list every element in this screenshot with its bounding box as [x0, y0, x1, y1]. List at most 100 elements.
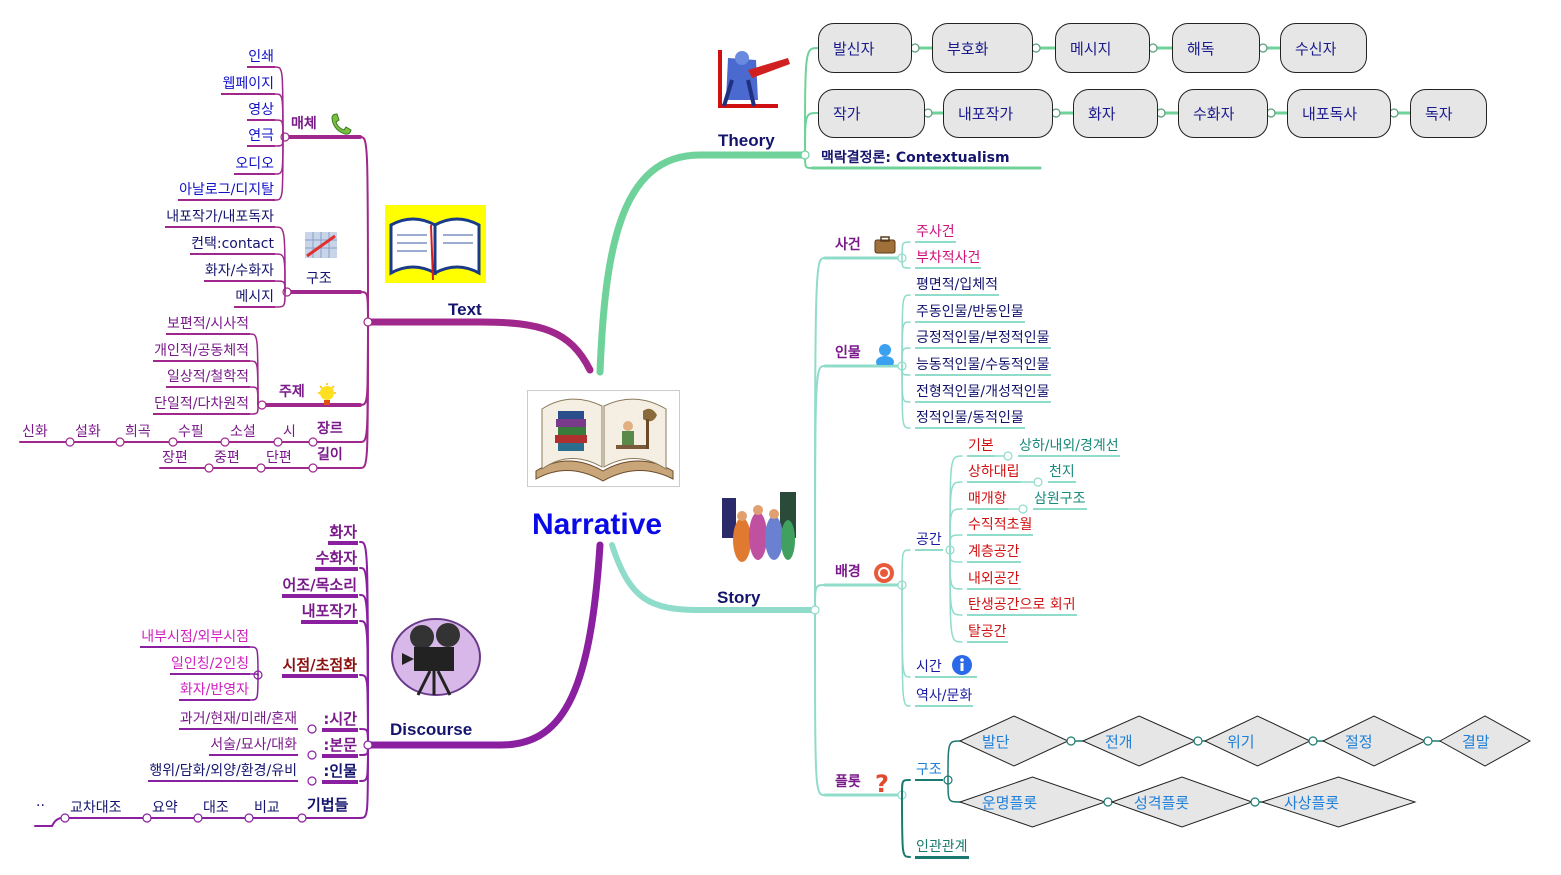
theory-box[interactable]: 메시지: [1055, 23, 1150, 73]
setting-space[interactable]: 공간: [915, 531, 943, 551]
discourse-item[interactable]: 수화자: [314, 549, 358, 571]
structure-item[interactable]: 화자/수화자: [203, 262, 275, 282]
media-item[interactable]: 영상: [247, 101, 275, 121]
theory-box[interactable]: 독자: [1410, 89, 1487, 138]
setting-time[interactable]: 시간: [915, 658, 977, 678]
branch-theory[interactable]: Theory: [718, 131, 775, 150]
text-length[interactable]: 길이: [317, 447, 343, 463]
viewpoint-item[interactable]: 내부시점/외부시점: [140, 628, 250, 648]
discourse-time-value[interactable]: 과거/현재/미래/혼재: [178, 710, 298, 730]
discourse-body[interactable]: :본문: [322, 736, 358, 758]
text-genre[interactable]: 장르: [317, 421, 343, 437]
space-subitem[interactable]: 상하/내외/경계선: [1018, 437, 1120, 457]
discourse-item[interactable]: 화자: [328, 523, 358, 545]
branch-discourse[interactable]: Discourse: [390, 720, 473, 739]
discourse-time[interactable]: :시간: [322, 710, 358, 732]
structure-item[interactable]: 메시지: [234, 288, 275, 308]
plot-causality[interactable]: 인관관계: [915, 838, 969, 859]
branch-text[interactable]: Text: [448, 300, 482, 319]
structure-item[interactable]: 컨택:contact: [190, 235, 275, 255]
space-item[interactable]: 기본: [967, 437, 995, 457]
more-indicator[interactable]: ..: [36, 794, 45, 810]
theory-box[interactable]: 내포작가: [943, 89, 1053, 138]
theory-contextualism[interactable]: 맥락결정론: Contextualism: [821, 150, 1010, 166]
theme-item[interactable]: 일상적/철학적: [166, 368, 250, 388]
plot-stage[interactable]: 운명플롯: [982, 794, 1038, 812]
space-item[interactable]: 매개항: [967, 490, 1008, 510]
genre-item[interactable]: 신화: [22, 424, 48, 440]
space-subitem[interactable]: 천지: [1048, 463, 1076, 483]
plot-stage[interactable]: 발단: [982, 733, 1010, 751]
character-item[interactable]: 평면적/입체적: [915, 276, 999, 296]
technique-item[interactable]: 요약: [152, 800, 178, 816]
plot-structure[interactable]: 구조: [915, 761, 943, 781]
theory-box[interactable]: 해독: [1172, 23, 1260, 73]
discourse-techniques[interactable]: 기법들: [307, 796, 349, 814]
setting-history[interactable]: 역사/문화: [915, 687, 974, 707]
length-item[interactable]: 장편: [162, 450, 188, 466]
space-item[interactable]: 상하대립: [967, 463, 1021, 483]
media-item[interactable]: 인쇄: [247, 48, 275, 68]
character-item[interactable]: 긍정적인물/부정적인물: [915, 329, 1051, 349]
viewpoint-item[interactable]: 화자/반영자: [178, 681, 250, 701]
theory-box[interactable]: 작가: [818, 89, 925, 138]
discourse-viewpoint[interactable]: 시점/초점화: [281, 656, 358, 678]
text-media[interactable]: 매체: [291, 116, 317, 132]
theory-box[interactable]: 수신자: [1280, 23, 1367, 73]
media-item[interactable]: 아날로그/디지탈: [178, 181, 275, 201]
theme-item[interactable]: 보편적/시사적: [166, 315, 250, 335]
branch-story[interactable]: Story: [717, 588, 761, 607]
plot-stage[interactable]: 위기: [1227, 733, 1255, 751]
discourse-character-value[interactable]: 행위/담화/외양/환경/유비: [148, 762, 298, 782]
space-item[interactable]: 탈공간: [967, 623, 1008, 643]
space-item[interactable]: 탄생공간으로 회귀: [967, 596, 1077, 616]
media-item[interactable]: 연극: [247, 127, 275, 147]
genre-item[interactable]: 소설: [230, 424, 256, 440]
discourse-body-value[interactable]: 서술/묘사/대화: [209, 736, 298, 756]
plot-stage[interactable]: 전개: [1105, 733, 1133, 751]
story-setting[interactable]: 배경: [835, 564, 861, 580]
story-character[interactable]: 인물: [835, 345, 861, 361]
genre-item[interactable]: 희곡: [125, 424, 151, 440]
length-item[interactable]: 단편: [266, 450, 292, 466]
structure-item[interactable]: 내포작가/내포독자: [165, 208, 275, 228]
discourse-item[interactable]: 내포작가: [300, 602, 358, 624]
plot-stage[interactable]: 결말: [1462, 733, 1490, 751]
story-event[interactable]: 사건: [835, 237, 861, 253]
character-item[interactable]: 능동적인물/수동적인물: [915, 356, 1051, 376]
character-item[interactable]: 전형적인물/개성적인물: [915, 383, 1051, 403]
space-item[interactable]: 내외공간: [967, 570, 1021, 590]
central-topic-title[interactable]: Narrative: [532, 508, 663, 541]
text-structure[interactable]: 구조: [306, 271, 332, 287]
plot-stage[interactable]: 성격플롯: [1134, 794, 1190, 812]
character-item[interactable]: 주동인물/반동인물: [915, 303, 1025, 323]
technique-item[interactable]: 비교: [254, 800, 280, 816]
theme-item[interactable]: 개인적/공동체적: [153, 342, 250, 362]
theory-box[interactable]: 화자: [1073, 89, 1158, 138]
genre-item[interactable]: 수필: [178, 424, 204, 440]
theory-box[interactable]: 발신자: [818, 23, 912, 73]
story-plot[interactable]: 플롯: [835, 774, 861, 790]
media-item[interactable]: 웹페이지: [221, 75, 275, 95]
plot-stage[interactable]: 사상플롯: [1284, 794, 1340, 812]
space-item[interactable]: 수직적초월: [967, 516, 1034, 536]
theory-box[interactable]: 부호화: [932, 23, 1033, 73]
viewpoint-item[interactable]: 일인칭/2인칭: [169, 655, 250, 675]
theme-item[interactable]: 단일적/다차원적: [153, 395, 250, 415]
technique-item[interactable]: 대조: [203, 800, 229, 816]
discourse-character[interactable]: :인물: [322, 762, 358, 784]
plot-stage[interactable]: 절정: [1345, 733, 1373, 751]
length-item[interactable]: 중편: [214, 450, 240, 466]
space-item[interactable]: 계층공간: [967, 543, 1021, 563]
genre-item[interactable]: 설화: [75, 424, 101, 440]
theory-box[interactable]: 수화자: [1178, 89, 1268, 138]
discourse-item[interactable]: 어조/목소리: [281, 576, 358, 598]
theory-box[interactable]: 내포독사: [1287, 89, 1391, 138]
character-item[interactable]: 정적인물/동적인물: [915, 409, 1025, 429]
central-book-image[interactable]: [527, 390, 680, 487]
text-theme[interactable]: 주제: [279, 384, 305, 400]
technique-item[interactable]: 교차대조: [70, 800, 122, 816]
event-item[interactable]: 부차적사건: [915, 249, 982, 269]
event-item[interactable]: 주사건: [915, 223, 956, 243]
space-subitem[interactable]: 삼원구조: [1033, 490, 1087, 510]
